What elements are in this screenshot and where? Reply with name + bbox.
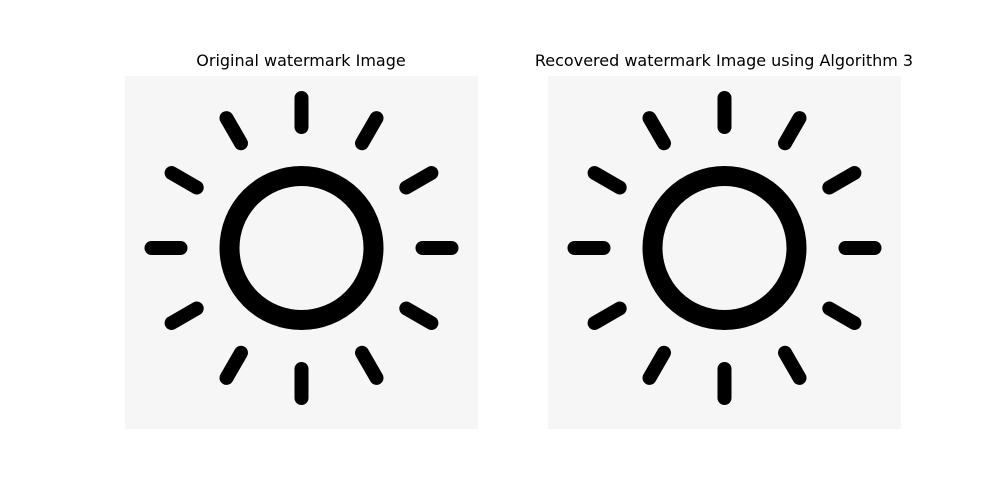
recovered-watermark-panel: Recovered watermark Image using Algorith…	[514, 0, 934, 500]
recovered-watermark-image	[548, 76, 901, 429]
sun-ray	[399, 301, 439, 330]
sun-ray	[642, 345, 671, 385]
sun-ray	[399, 166, 439, 195]
sun-ray	[822, 301, 862, 330]
sun-icon	[567, 91, 882, 405]
sun-ray	[822, 166, 862, 195]
sun-ray	[355, 111, 384, 151]
sun-ray	[642, 111, 671, 151]
sun-core	[219, 166, 384, 330]
sun-rays	[144, 91, 459, 405]
sun-ray	[778, 111, 807, 151]
sun-ray	[164, 301, 204, 330]
recovered-watermark-title: Recovered watermark Image using Algorith…	[534, 51, 914, 70]
sun-ray	[219, 111, 248, 151]
original-watermark-image	[125, 76, 478, 429]
sun-icon	[144, 91, 459, 405]
sun-rays	[567, 91, 882, 405]
original-watermark-panel: Original watermark Image	[91, 0, 511, 500]
sun-ray	[587, 166, 627, 195]
sun-ray	[164, 166, 204, 195]
sun-core	[642, 166, 807, 330]
sun-ray	[355, 345, 384, 385]
sun-ray	[778, 345, 807, 385]
sun-ray	[219, 345, 248, 385]
sun-ray	[587, 301, 627, 330]
original-watermark-title: Original watermark Image	[196, 51, 406, 70]
